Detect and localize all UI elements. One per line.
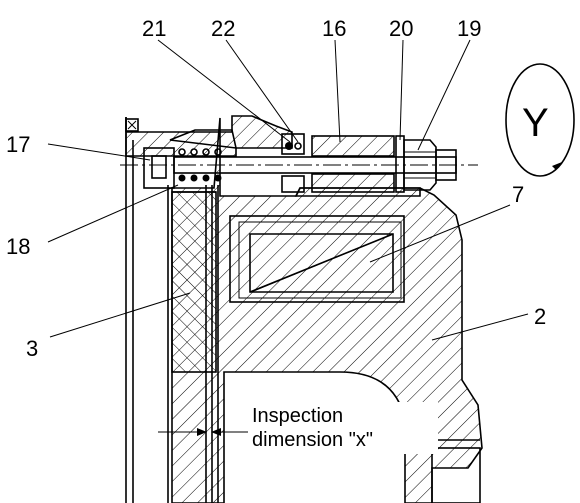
callout-19: 19 — [457, 16, 481, 41]
callout-2: 2 — [534, 304, 546, 329]
callout-3: 3 — [26, 336, 38, 361]
leader-lines — [47, 39, 529, 341]
hub-body — [125, 115, 293, 157]
inspection-line-1: Inspection — [252, 405, 343, 427]
view-y-letter: Y — [522, 101, 549, 145]
view-y-marker — [505, 63, 575, 177]
callout-20: 20 — [389, 16, 413, 41]
callout-22: 22 — [211, 16, 235, 41]
inspection-line-2: dimension "x" — [252, 429, 373, 451]
nut-part-19 — [403, 139, 437, 191]
spring-part-18 — [178, 148, 222, 182]
callout-16: 16 — [322, 16, 346, 41]
disc-part-3 — [171, 191, 217, 373]
coil-window — [229, 215, 405, 303]
callout-18: 18 — [6, 234, 30, 259]
callout-7: 7 — [512, 182, 524, 207]
callout-21: 21 — [142, 16, 166, 41]
callout-17: 17 — [6, 132, 30, 157]
seal-parts-21-22 — [281, 133, 305, 193]
sleeve-part-16 — [311, 135, 395, 157]
washer-part-20 — [395, 135, 405, 193]
